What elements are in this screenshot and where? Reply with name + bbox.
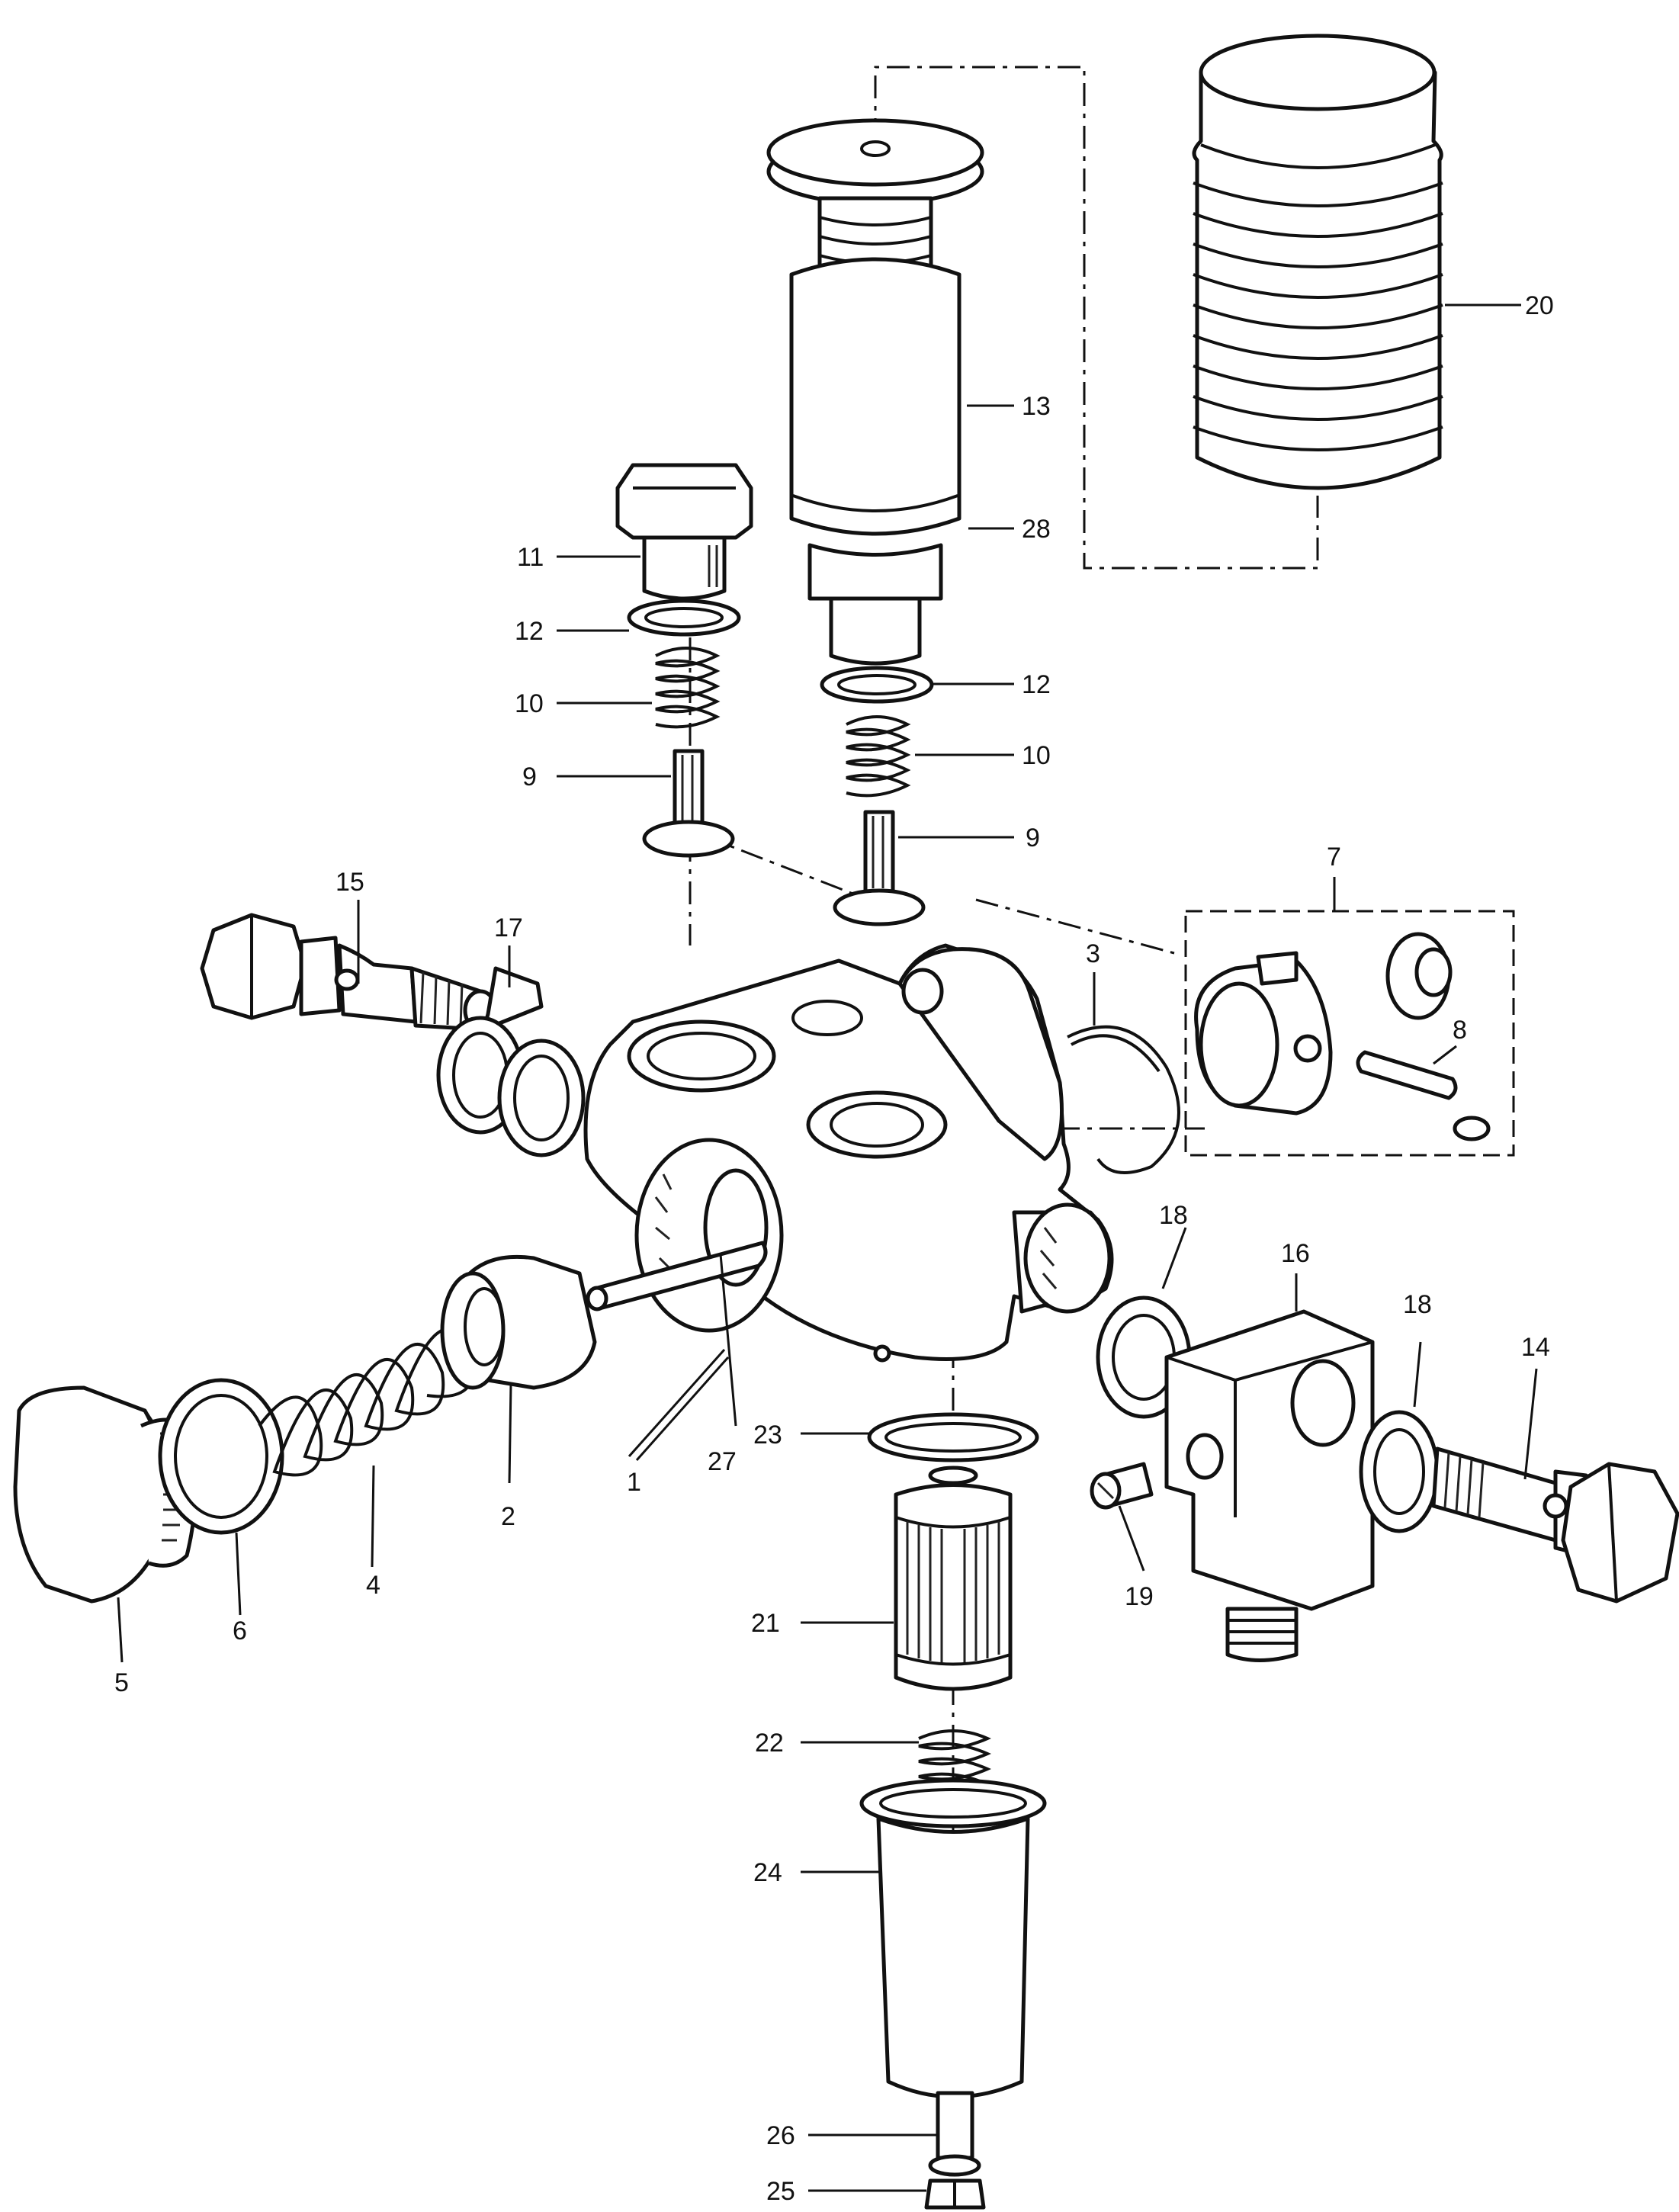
part-2-sleeve bbox=[440, 1254, 597, 1390]
callout-9-left: 9 bbox=[522, 762, 537, 791]
callout-21: 21 bbox=[751, 1609, 780, 1638]
part-25-drain-plug bbox=[924, 2178, 986, 2210]
part-3-snap-ring bbox=[1067, 1025, 1180, 1174]
part-16-outlet-block bbox=[1164, 1309, 1375, 1662]
callout-19: 19 bbox=[1125, 1582, 1154, 1611]
callout-12-left: 12 bbox=[515, 617, 544, 646]
callout-labels: 1 2 3 4 5 6 7 8 9 9 10 10 11 12 12 13 14… bbox=[114, 291, 1554, 2206]
callout-27: 27 bbox=[708, 1447, 737, 1476]
part-17-gaskets bbox=[436, 966, 586, 1157]
part-4-spring bbox=[258, 1327, 476, 1477]
part-24-bowl bbox=[859, 1778, 1047, 2160]
part-10-spring-left bbox=[655, 647, 721, 729]
pump-housing bbox=[583, 943, 1114, 1363]
part-10-spring-right bbox=[846, 715, 911, 798]
part-23-gasket bbox=[867, 1412, 1039, 1462]
part-12-washer-left bbox=[627, 599, 741, 637]
callout-23: 23 bbox=[753, 1421, 782, 1450]
callout-16: 16 bbox=[1281, 1239, 1310, 1268]
part-8-roller-pin bbox=[1356, 1050, 1491, 1141]
callout-13: 13 bbox=[1022, 392, 1051, 421]
callout-6: 6 bbox=[233, 1616, 247, 1645]
part-22-spring bbox=[918, 1729, 991, 1786]
part-15-banjo-bolt bbox=[200, 913, 498, 1032]
callout-1: 1 bbox=[627, 1468, 641, 1497]
part-27-tappet-pin bbox=[586, 1241, 768, 1311]
callout-18-right: 18 bbox=[1403, 1290, 1432, 1319]
callout-18-left: 18 bbox=[1159, 1201, 1188, 1230]
callout-5: 5 bbox=[114, 1668, 129, 1697]
part-20-bellows-cover bbox=[1192, 34, 1443, 490]
part-13-hand-primer bbox=[766, 118, 984, 666]
callout-4: 4 bbox=[366, 1571, 380, 1600]
callout-20: 20 bbox=[1525, 291, 1554, 320]
part-18-washer-right bbox=[1359, 1410, 1440, 1533]
part-6-gasket bbox=[158, 1378, 284, 1535]
part-7-assembly-box bbox=[1184, 910, 1515, 1157]
leader-lines bbox=[117, 303, 1538, 2192]
part-9-valve-left bbox=[642, 749, 735, 858]
callout-3: 3 bbox=[1086, 939, 1100, 968]
part-9-valve-right bbox=[833, 810, 926, 926]
callout-10-left: 10 bbox=[515, 689, 544, 718]
callout-11: 11 bbox=[517, 543, 544, 572]
part-26-washer bbox=[928, 2154, 981, 2177]
callout-15: 15 bbox=[335, 868, 364, 897]
callout-9-right: 9 bbox=[1026, 823, 1040, 852]
part-21-strainer bbox=[894, 1466, 1013, 1691]
callout-12-right: 12 bbox=[1022, 670, 1051, 699]
part-12-washer-right bbox=[820, 666, 934, 704]
part-19-screw bbox=[1090, 1462, 1154, 1510]
callout-14: 14 bbox=[1521, 1333, 1550, 1362]
part-14-banjo-bolt bbox=[1431, 1446, 1679, 1604]
part-7-roller-tappet bbox=[1194, 932, 1453, 1116]
callout-22: 22 bbox=[755, 1729, 784, 1758]
part-11-valve-bolt bbox=[615, 463, 753, 601]
callout-28: 28 bbox=[1022, 515, 1051, 544]
callout-10-right: 10 bbox=[1022, 741, 1051, 770]
callout-25: 25 bbox=[766, 2177, 795, 2206]
callout-17: 17 bbox=[494, 913, 523, 942]
callout-8: 8 bbox=[1453, 1016, 1467, 1045]
callout-7: 7 bbox=[1327, 843, 1341, 872]
callout-2: 2 bbox=[501, 1502, 515, 1531]
callout-26: 26 bbox=[766, 2121, 795, 2150]
callout-24: 24 bbox=[753, 1858, 782, 1887]
